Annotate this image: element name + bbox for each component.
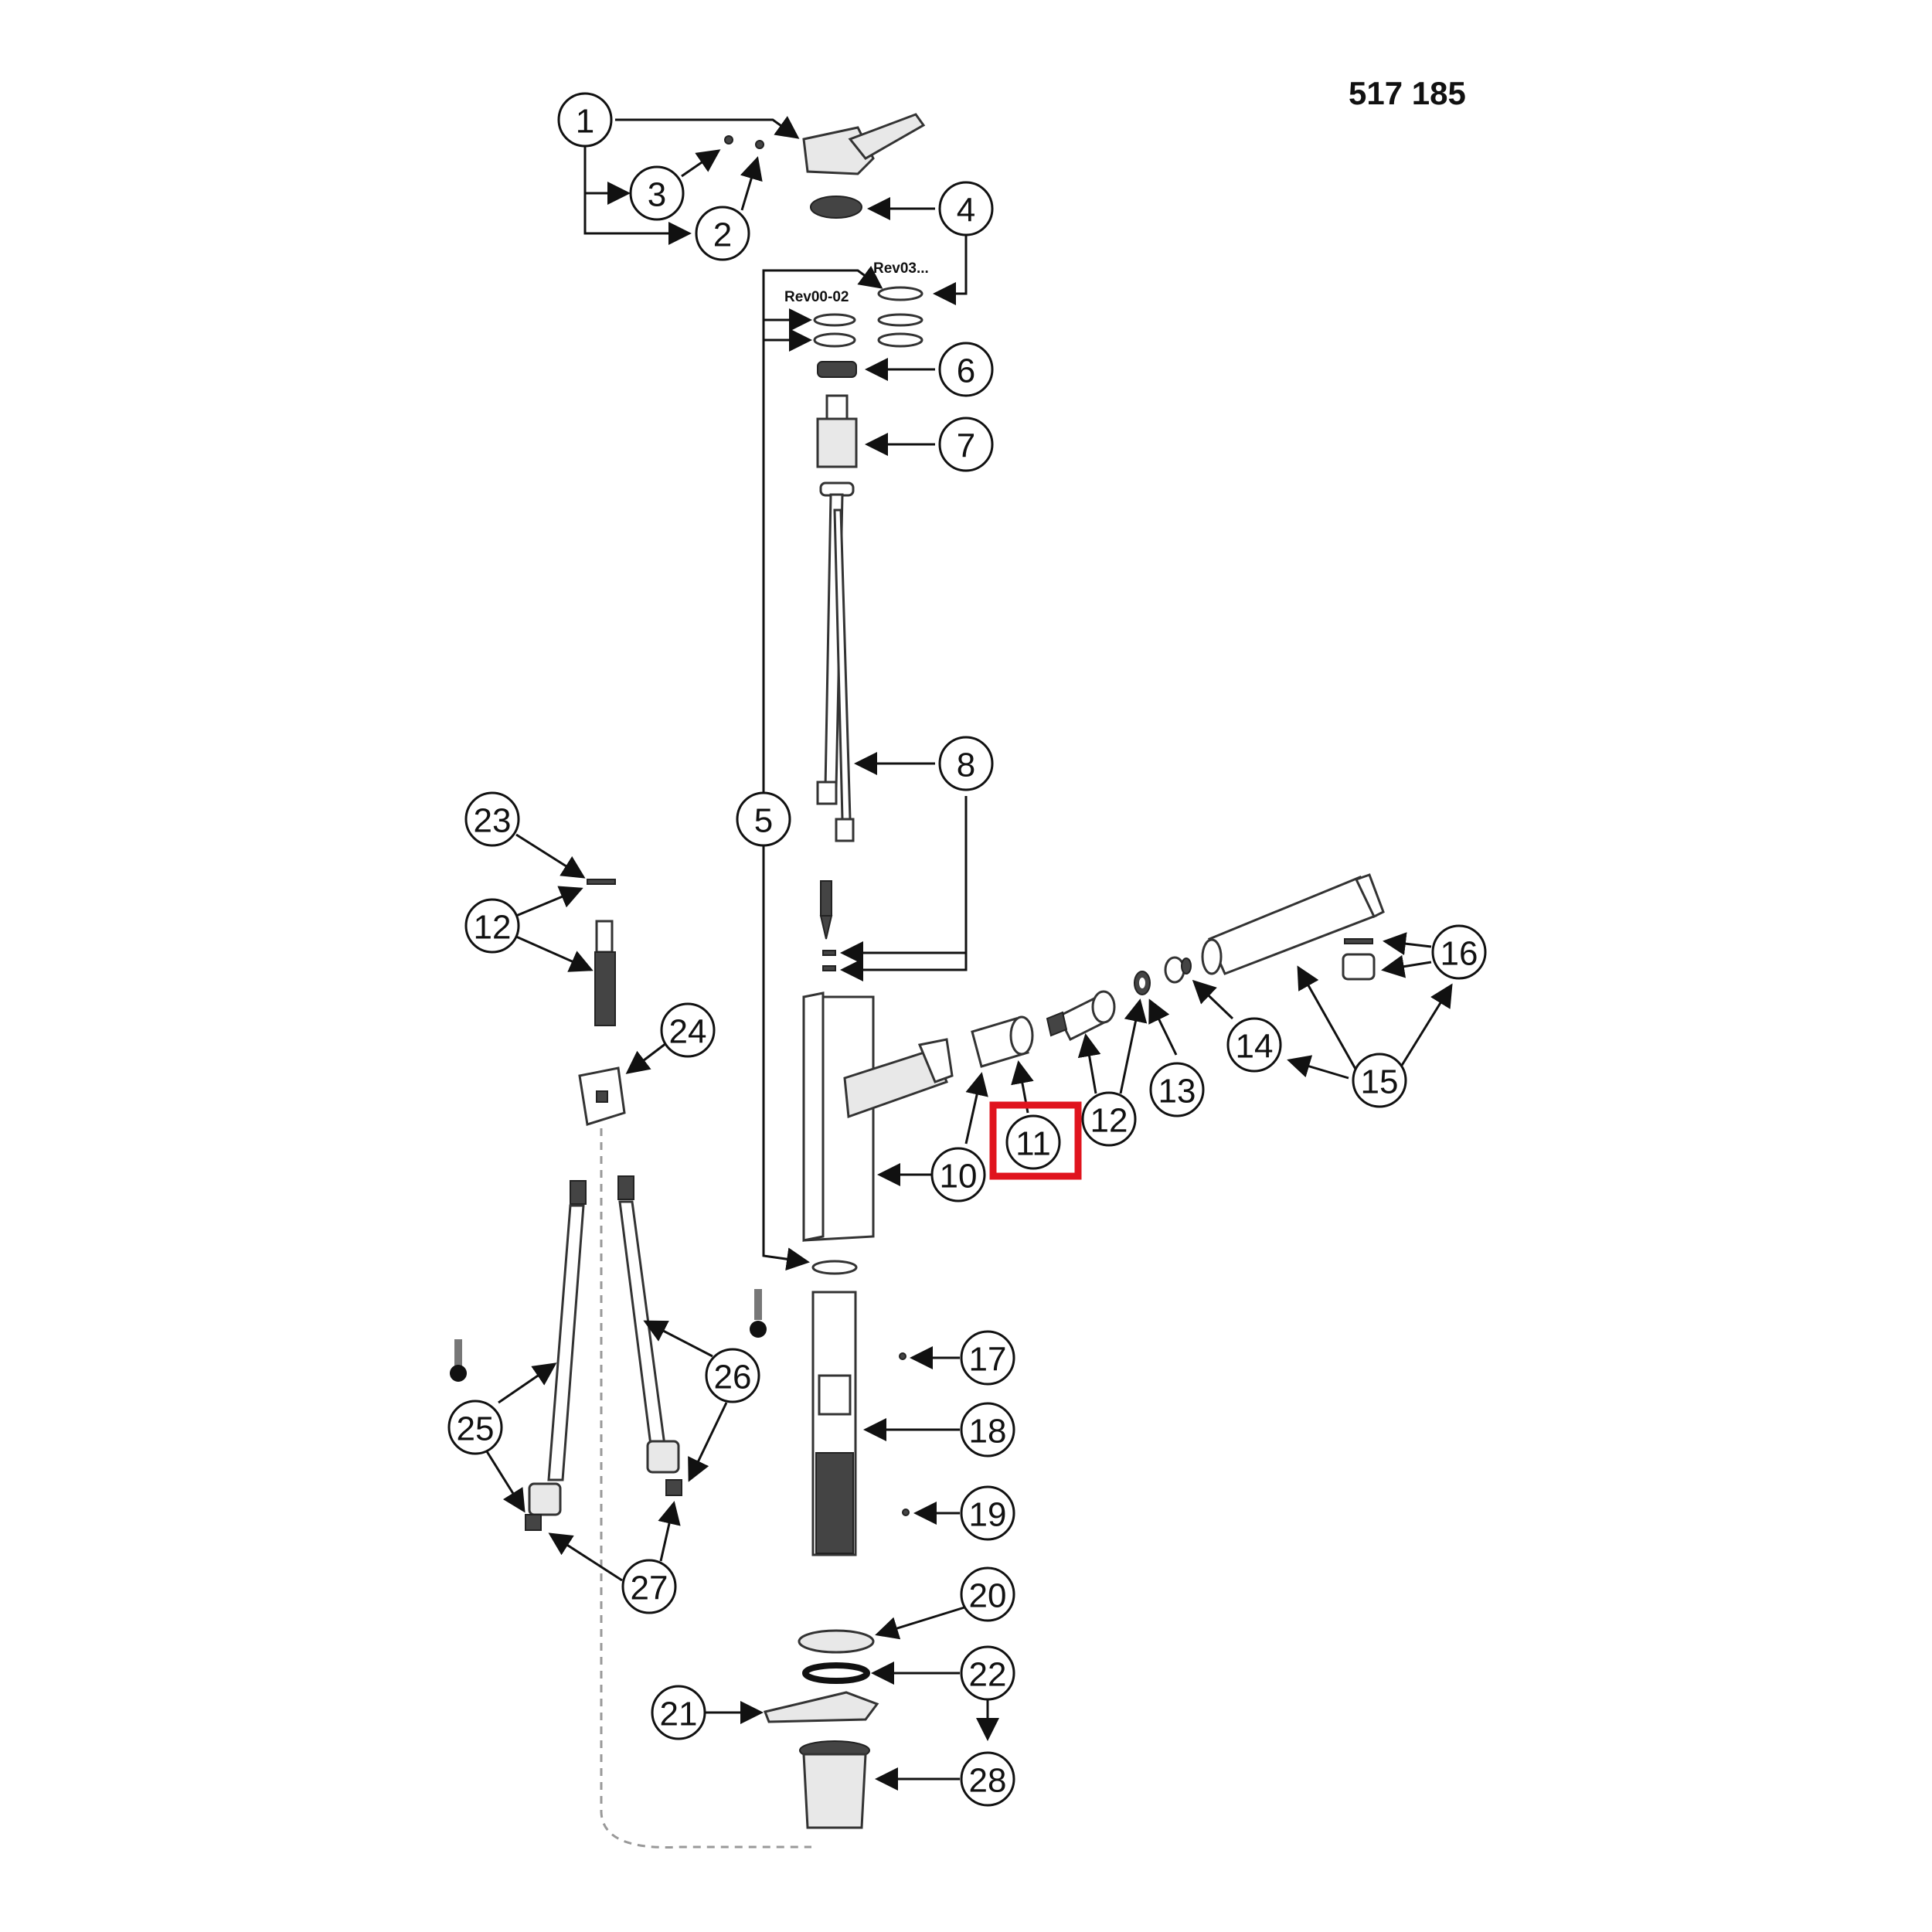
- callout-1: 1: [557, 92, 613, 148]
- callout-8: 8: [938, 736, 994, 791]
- clip-part: [587, 879, 616, 885]
- dashed-connection-line: [600, 1128, 811, 1849]
- screw-part: [899, 1352, 906, 1360]
- svg-text:1: 1: [576, 103, 594, 141]
- cover-part: [810, 196, 862, 219]
- callout-15: 15: [1352, 1053, 1407, 1108]
- screw-part: [902, 1509, 910, 1516]
- screw-part: [724, 135, 733, 145]
- svg-text:17: 17: [969, 1341, 1007, 1379]
- callout-3: 3: [629, 165, 685, 221]
- callout-14: 14: [1226, 1017, 1282, 1073]
- svg-text:26: 26: [714, 1359, 752, 1396]
- aerator-part: [1342, 938, 1376, 981]
- svg-text:28: 28: [969, 1762, 1007, 1800]
- thermo-valve-part: [594, 920, 616, 1026]
- supply-hose-part: [617, 1175, 682, 1496]
- rev-label-a: Rev00-02: [784, 289, 849, 305]
- callout-20: 20: [960, 1566, 1015, 1622]
- svg-text:5: 5: [754, 802, 773, 840]
- mounting-nut-part: [799, 1740, 870, 1829]
- callout-28: 28: [960, 1751, 1015, 1807]
- svg-text:11: 11: [1015, 1125, 1051, 1163]
- callout-12-valve: 12: [464, 898, 520, 954]
- svg-text:24: 24: [669, 1013, 707, 1051]
- svg-text:23: 23: [474, 802, 512, 840]
- oring-part: [811, 1260, 858, 1275]
- svg-text:7: 7: [957, 427, 975, 465]
- svg-text:6: 6: [957, 352, 975, 390]
- spout-connector-part: [971, 1015, 1034, 1068]
- svg-text:20: 20: [969, 1577, 1007, 1615]
- svg-text:18: 18: [969, 1413, 1007, 1451]
- svg-text:16: 16: [1440, 935, 1478, 973]
- cap-part: [755, 140, 764, 149]
- callout-25: 25: [447, 1400, 503, 1455]
- svg-text:21: 21: [660, 1696, 698, 1733]
- callout-16: 16: [1431, 924, 1487, 980]
- rev-label-b: Rev03...: [873, 260, 929, 277]
- svg-text:13: 13: [1158, 1073, 1196, 1111]
- svg-text:14: 14: [1236, 1028, 1274, 1066]
- oring-part: [877, 313, 923, 327]
- callout-27: 27: [621, 1559, 677, 1614]
- svg-text:22: 22: [969, 1656, 1007, 1694]
- callout-13: 13: [1149, 1062, 1205, 1117]
- spray-head-part: [1201, 873, 1385, 975]
- callout-18: 18: [960, 1402, 1015, 1458]
- nut-part: [817, 361, 857, 378]
- svg-text:3: 3: [648, 176, 666, 214]
- highlight-box: [989, 1101, 1082, 1180]
- callout-6: 6: [938, 342, 994, 397]
- leader-lines: [484, 116, 1453, 1791]
- callout-11: 11: [989, 1101, 1082, 1180]
- supply-hose-part: [525, 1180, 587, 1531]
- check-valve-part: [1046, 990, 1116, 1042]
- callout-5: 5: [736, 791, 791, 847]
- oring-part: [877, 286, 923, 301]
- callout-2: 2: [695, 206, 750, 261]
- svg-text:27: 27: [631, 1570, 668, 1607]
- pullout-hose-part: [816, 481, 855, 940]
- svg-text:12: 12: [1090, 1102, 1128, 1140]
- svg-text:12: 12: [474, 909, 512, 947]
- gasket-part: [802, 1662, 870, 1684]
- clip-part: [822, 965, 836, 971]
- callout-23: 23: [464, 791, 520, 847]
- clip-part: [822, 950, 836, 956]
- callout-10: 10: [930, 1147, 986, 1202]
- callout-21: 21: [651, 1685, 706, 1740]
- callout-4: 4: [938, 181, 994, 236]
- handle-part: [802, 113, 926, 175]
- oring-part: [877, 332, 923, 348]
- mounting-plate-part: [763, 1691, 879, 1723]
- callout-17: 17: [960, 1330, 1015, 1386]
- document-number: 517 185: [1349, 75, 1466, 111]
- washer-part: [798, 1629, 875, 1654]
- svg-text:2: 2: [713, 216, 732, 254]
- cold-symbol-icon: [750, 1289, 767, 1338]
- callout-26: 26: [705, 1348, 760, 1403]
- svg-text:8: 8: [957, 747, 975, 784]
- faucet-body-part: [802, 992, 954, 1242]
- callout-22: 22: [960, 1645, 1015, 1701]
- oring-part: [813, 313, 856, 327]
- hot-symbol-icon: [450, 1339, 467, 1382]
- svg-text:15: 15: [1361, 1063, 1399, 1101]
- svg-text:4: 4: [957, 192, 975, 230]
- callout-7: 7: [938, 417, 994, 472]
- callout-24: 24: [660, 1002, 716, 1058]
- svg-text:10: 10: [940, 1158, 978, 1196]
- shank-part: [811, 1291, 857, 1556]
- svg-text:25: 25: [457, 1410, 495, 1448]
- oring-part: [813, 332, 856, 348]
- cover-cap-part: [578, 1066, 626, 1126]
- callout-12-spout: 12: [1081, 1091, 1137, 1147]
- cartridge-part: [816, 394, 858, 468]
- adapter-part: [1164, 956, 1192, 984]
- washer-hole: [1139, 978, 1145, 988]
- callout-19: 19: [960, 1485, 1015, 1541]
- svg-text:19: 19: [969, 1496, 1007, 1534]
